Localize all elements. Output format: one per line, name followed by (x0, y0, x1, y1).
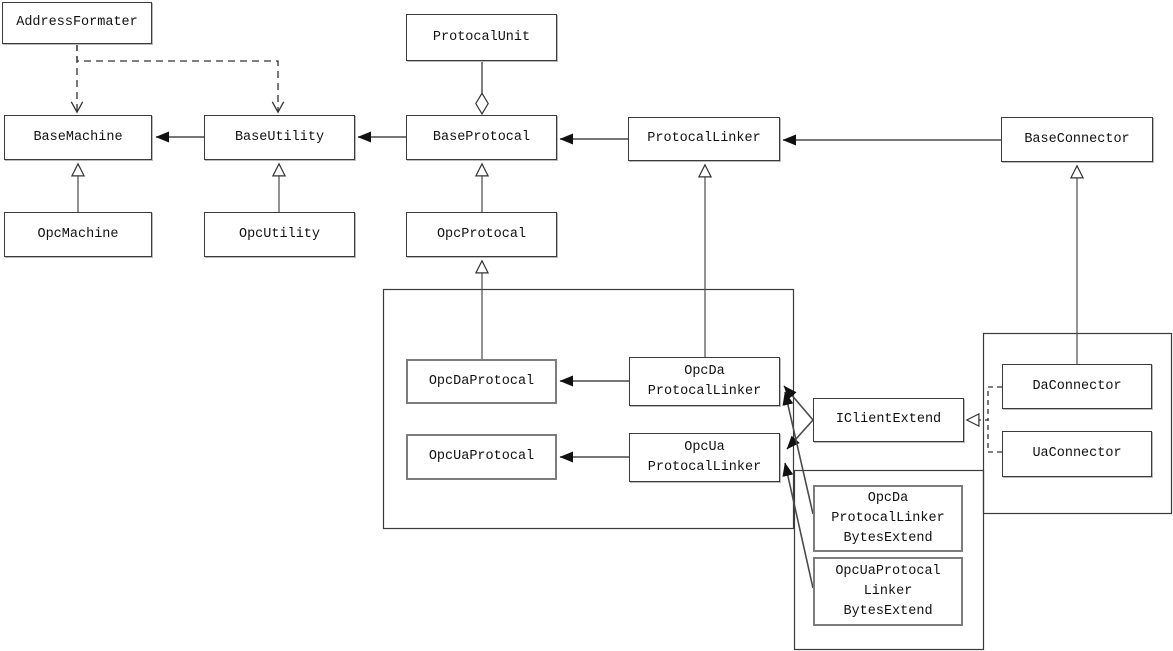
class-label-line: BaseProtocal (432, 129, 531, 145)
class-box-opc-machine: OpcMachine (4, 212, 152, 257)
edge-paths (70, 44, 1077, 589)
class-box-opc-ua-protocal: OpcUaProtocal (406, 434, 557, 480)
edge-opc-ua-bytes-to-opc-ua-linker (782, 462, 814, 589)
class-box-iclient-extend: IClientExtend (813, 398, 964, 442)
class-label-line: OpcMachine (37, 226, 119, 242)
class-label-line: OpcUaProtocal (428, 449, 535, 464)
class-label-line: BaseConnector (1024, 131, 1130, 147)
class-label-line: ProtocalLinker (647, 383, 762, 399)
class-label-line: ProtocalLinker (647, 131, 761, 146)
class-box-base-connector: BaseConnector (1001, 117, 1153, 162)
edge-ua-connector-to-iclient-extend (987, 419, 1002, 453)
class-box-protocal-unit: ProtocalUnit (406, 14, 557, 61)
edge-iclient-extend-to-opc-da-linker (783, 385, 814, 421)
class-label-line: OpcUa (684, 439, 725, 455)
class-label-line: OpcUtility (238, 226, 320, 242)
class-label-line: BytesExtend (843, 603, 933, 619)
class-label-line: BaseUtility (234, 129, 325, 145)
group-box-bytes-extend-group (793, 469, 985, 651)
group-box-protocal-group (382, 288, 795, 530)
edge-da-connector-to-iclient-extend (967, 386, 1002, 420)
class-label-line: OpcDaProtocal (428, 373, 535, 389)
class-label-line: BaseMachine (33, 129, 123, 145)
class-label-line: OpcProtocal (436, 226, 527, 242)
edge-address-formater-to-base-utility (76, 44, 285, 114)
class-label-line: DaConnector (1032, 378, 1122, 394)
class-label-line: Linker (863, 583, 913, 599)
class-label-line: ProtocalLinker (831, 510, 945, 526)
class-label-line: AddressFormater (16, 15, 138, 30)
class-box-base-machine: BaseMachine (4, 115, 152, 160)
class-box-opc-da-protocal: OpcDaProtocal (406, 359, 557, 404)
class-label-line: BytesExtend (843, 530, 933, 546)
class-box-ua-connector: UaConnector (1002, 431, 1152, 477)
class-label-line: ProtocalLinker (647, 459, 762, 475)
class-box-opc-protocal: OpcProtocal (406, 212, 557, 257)
class-box-address-formater: AddressFormater (2, 2, 152, 44)
edge-iclient-extend-to-opc-ua-linker (786, 419, 814, 450)
class-box-protocal-linker: ProtocalLinker (628, 117, 780, 161)
class-label-line: ProtocalUnit (432, 29, 531, 45)
class-label-line: IClientExtend (835, 412, 942, 427)
class-label-line: OpcUaProtocal (835, 563, 941, 579)
class-box-da-connector: DaConnector (1002, 364, 1152, 409)
class-box-base-protocal: BaseProtocal (406, 115, 557, 160)
edge-opc-da-bytes-to-opc-da-linker (782, 391, 814, 515)
class-box-base-utility: BaseUtility (204, 115, 355, 160)
class-label-line: UaConnector (1032, 446, 1122, 461)
class-label-line: OpcDa (684, 363, 725, 379)
class-label-line: OpcDa (867, 490, 909, 506)
class-box-opc-utility: OpcUtility (204, 212, 355, 257)
